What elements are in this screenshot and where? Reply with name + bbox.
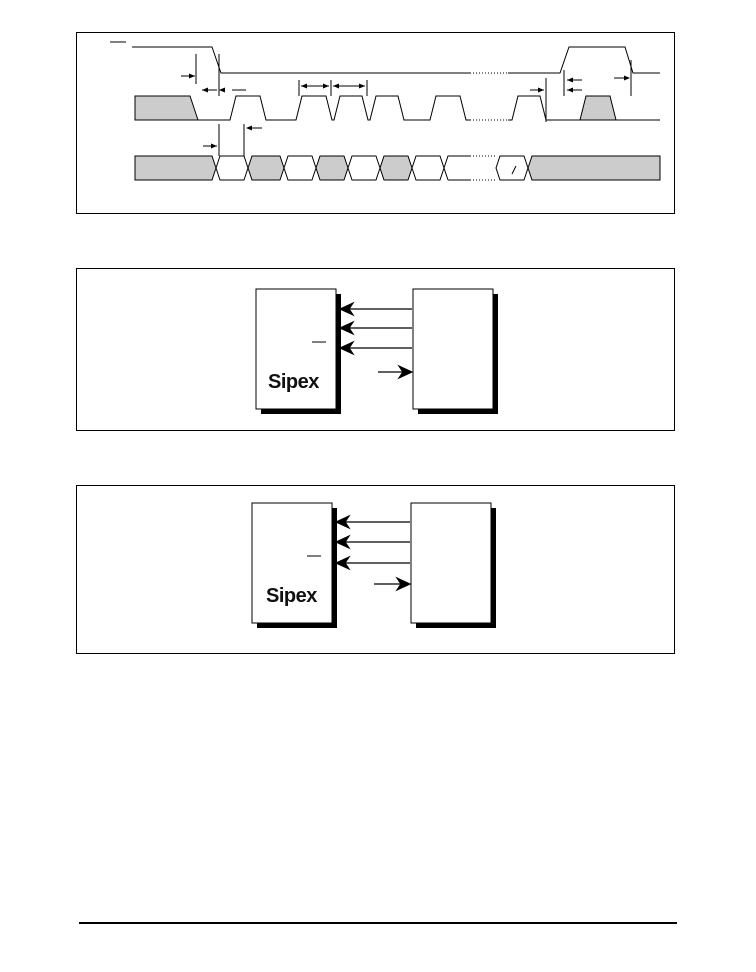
clock-shaded-pulse-end: [579, 95, 617, 121]
data-bus-undefined-end: [527, 155, 661, 181]
left-block: [255, 288, 337, 410]
clock-waveform: [198, 95, 470, 121]
arrowhead-left-icon: [338, 320, 355, 336]
left-block: [251, 502, 333, 624]
sipex-logo-1: Sipex: [268, 371, 319, 393]
arrowhead-left-icon: [334, 514, 351, 530]
arrowhead-right-icon: [397, 364, 414, 380]
right-block: [410, 502, 492, 624]
timing-diagram-panel: [76, 32, 675, 214]
clock-shaded-pulse-start: [134, 95, 199, 121]
data-bus-undefined-start: [134, 155, 217, 181]
footer-rule: [79, 922, 677, 924]
interface-diagram-2-panel: [76, 485, 675, 654]
interface-diagram-1-panel: [76, 268, 675, 431]
chip-select-waveform: [132, 46, 660, 74]
arrowhead-left-icon: [338, 340, 355, 356]
arrowhead-left-icon: [334, 534, 351, 550]
arrowhead-right-icon: [395, 576, 412, 592]
right-block: [412, 288, 494, 410]
arrowhead-left-icon: [334, 555, 351, 571]
arrowhead-left-icon: [338, 301, 355, 317]
sipex-logo-2: Sipex: [266, 585, 317, 607]
